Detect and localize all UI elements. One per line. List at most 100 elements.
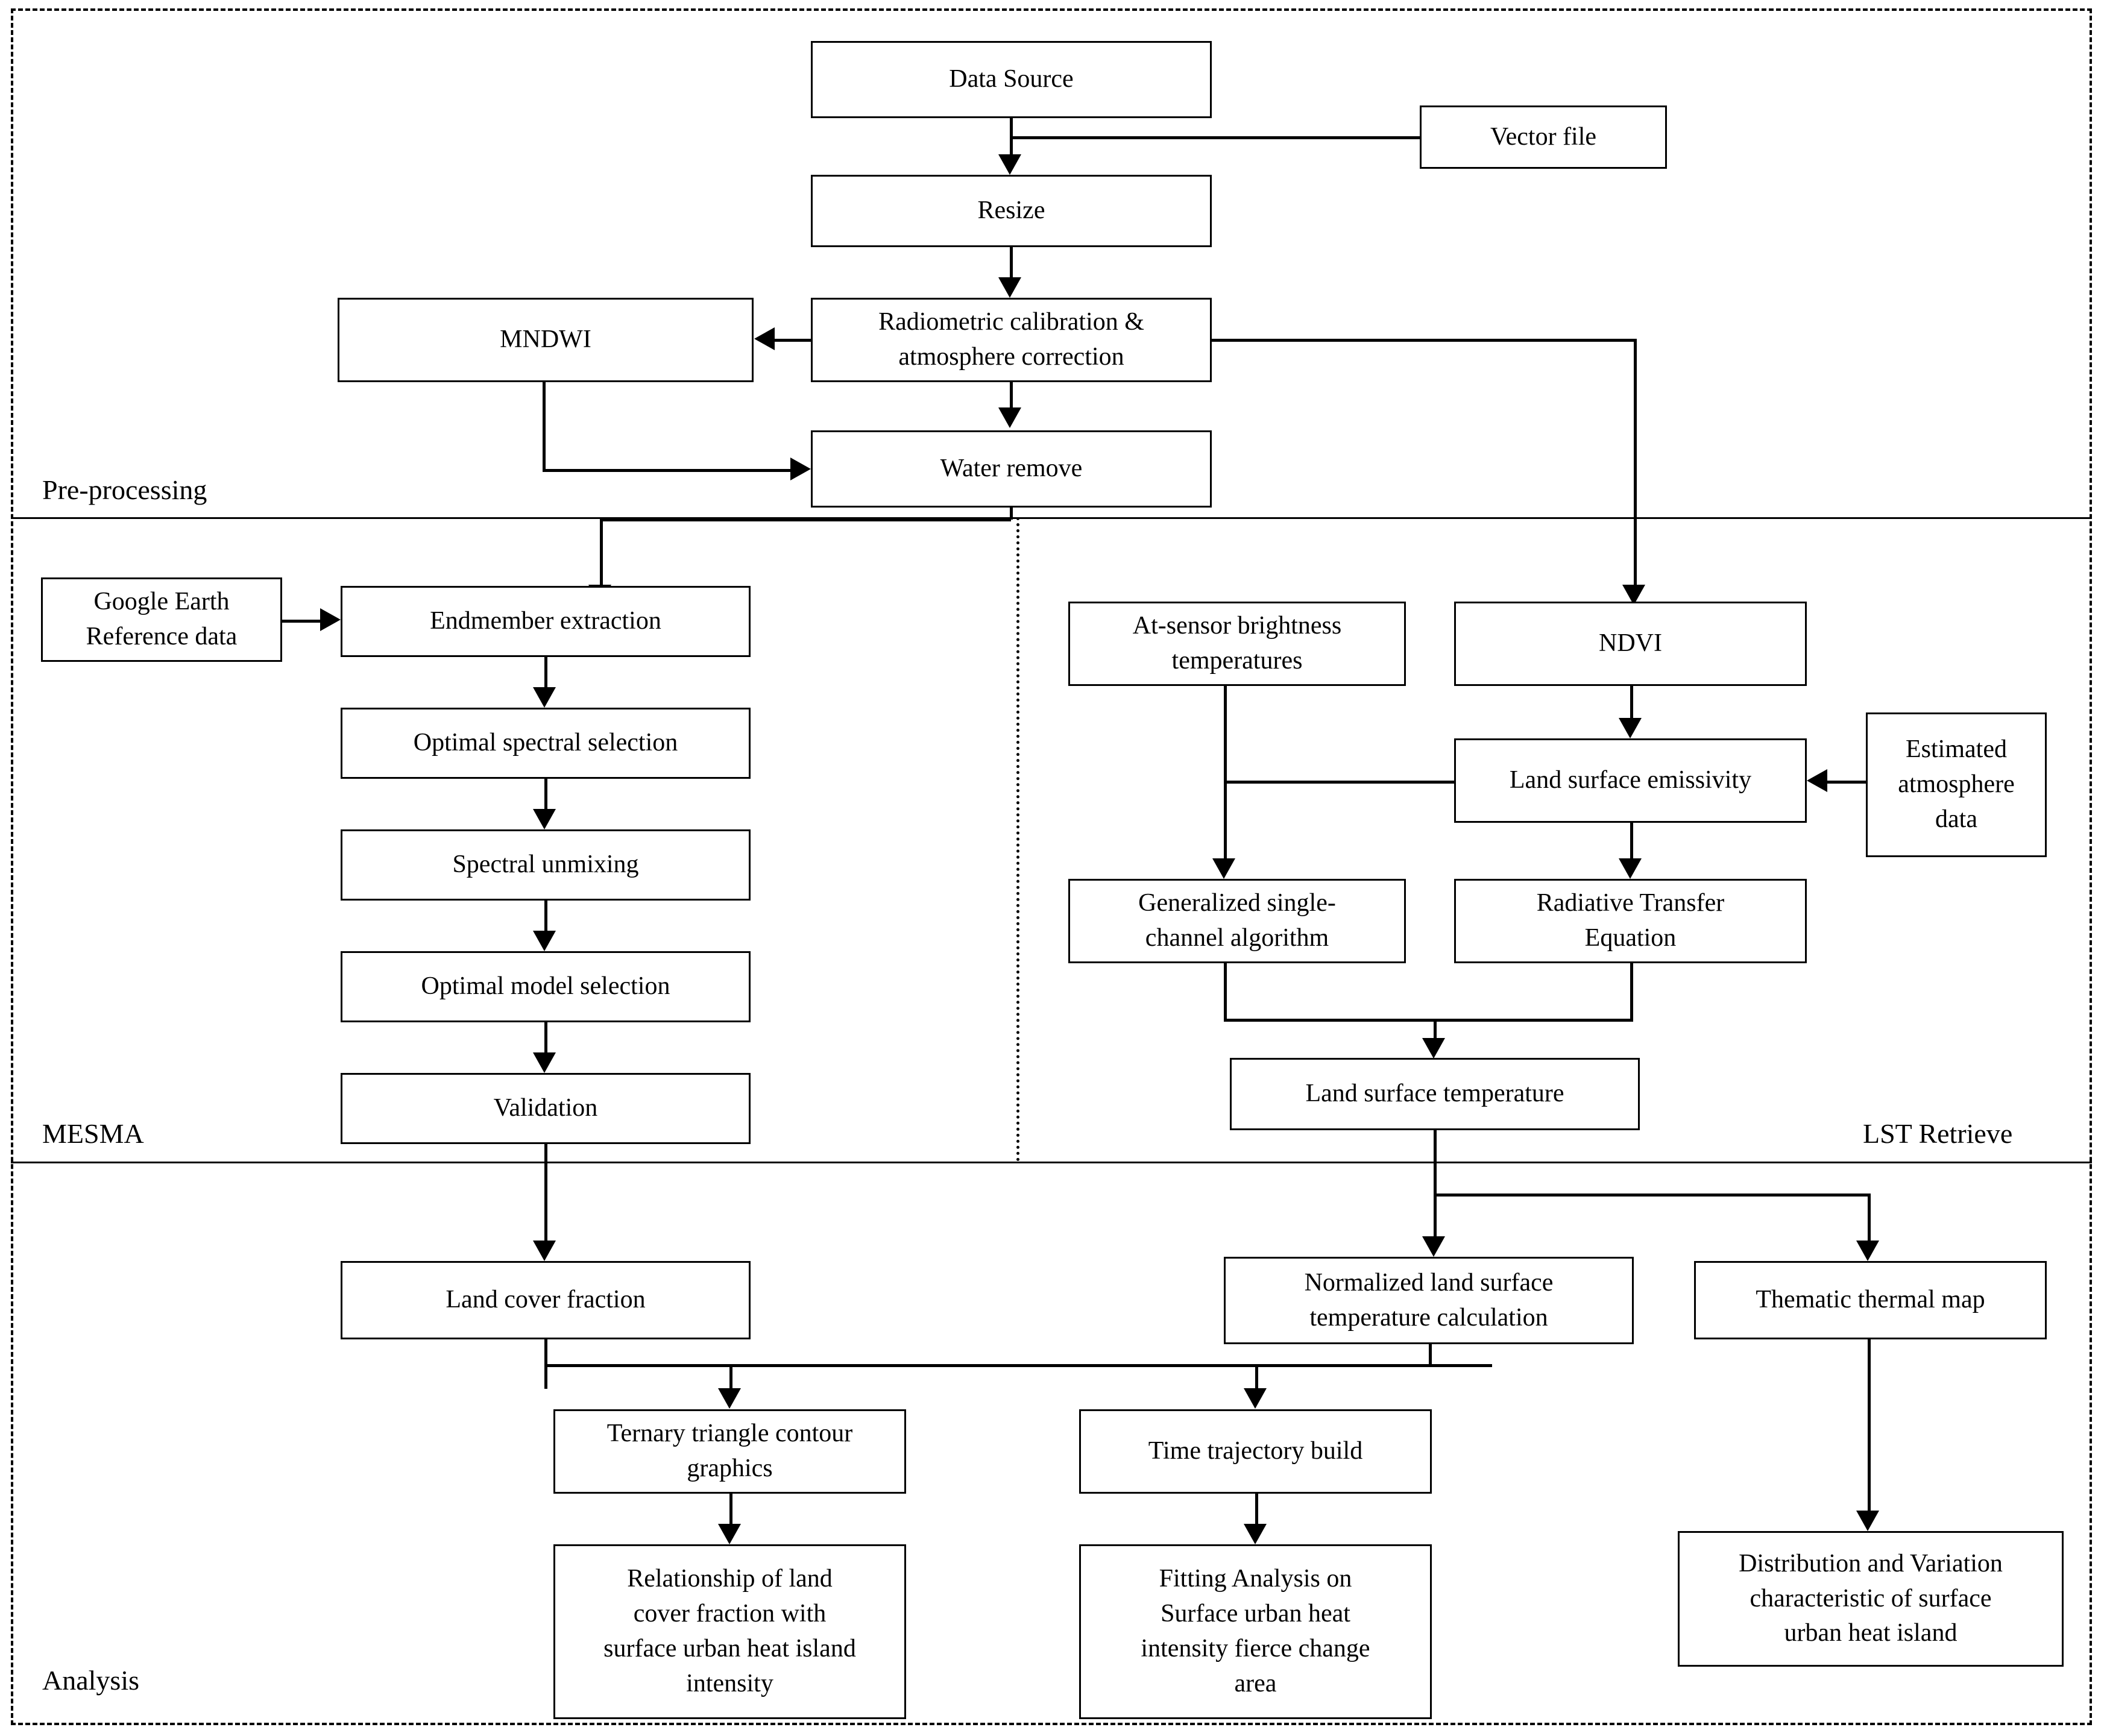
separator-mesma-bottom xyxy=(11,1162,2092,1163)
edge-optimalmodel-validation-arrow xyxy=(533,1052,556,1073)
edge-radiometric-ndvi-horizontal xyxy=(1212,339,1637,342)
node-fitting-line-4: area xyxy=(1234,1669,1277,1697)
edge-validation-landcover-line xyxy=(544,1144,547,1241)
node-endmember-extraction-label: Endmember extraction xyxy=(430,607,661,635)
node-land-surface-temperature-label: Land surface temperature xyxy=(1305,1080,1564,1108)
edge-spectralunmixing-optimalmodel-arrow xyxy=(533,931,556,951)
edge-lst-thematic-vertical xyxy=(1868,1194,1871,1241)
node-relationship-landcover-suhi-intensity[interactable]: Relationship of land cover fraction with… xyxy=(553,1544,906,1719)
edge-timetrajectory-fitting-arrow xyxy=(1244,1524,1267,1544)
node-water-remove-label: Water remove xyxy=(940,454,1083,483)
edge-rail-ternary-vertical xyxy=(729,1364,732,1388)
edge-timetrajectory-fitting-line xyxy=(1255,1494,1258,1524)
edge-endmember-optimalspectral-arrow xyxy=(533,687,556,708)
separator-preprocessing-bottom xyxy=(11,517,2092,519)
node-distribution-variation-suhi[interactable]: Distribution and Variation characteristi… xyxy=(1678,1531,2064,1667)
node-generalized-line-2: channel algorithm xyxy=(1145,924,1329,952)
edge-lst-analysis-stem xyxy=(1434,1130,1437,1194)
node-mndwi-label: MNDWI xyxy=(500,326,591,354)
node-optimal-model-selection[interactable]: Optimal model selection xyxy=(341,951,751,1022)
node-vector-file[interactable]: Vector file xyxy=(1420,105,1667,169)
edge-radiometric-waterremove-line xyxy=(1010,382,1013,407)
edge-datasource-resize-arrow xyxy=(998,154,1021,175)
node-google-earth-reference-data[interactable]: Google Earth Reference data xyxy=(41,577,282,662)
edge-mndwi-waterremove-horizontal xyxy=(543,469,790,472)
edge-estimatedatmos-emissivity-line xyxy=(1827,781,1866,784)
node-radiative-transfer-equation[interactable]: Radiative Transfer Equation xyxy=(1454,879,1807,963)
node-distribution-line-3: urban heat island xyxy=(1784,1619,1958,1647)
node-time-trajectory-build[interactable]: Time trajectory build xyxy=(1079,1409,1432,1494)
edge-lst-join-stem xyxy=(1434,1019,1437,1038)
edge-spectralunmixing-optimalmodel-line xyxy=(544,901,547,931)
node-water-remove[interactable]: Water remove xyxy=(811,430,1212,508)
node-endmember-extraction[interactable]: Endmember extraction xyxy=(341,586,751,657)
edge-landcover-rail-horizontal xyxy=(544,1364,1492,1367)
edge-lst-join-horizontal xyxy=(1224,1019,1633,1022)
edge-generalized-join-vertical xyxy=(1224,963,1227,1019)
edge-mndwi-waterremove-vertical xyxy=(543,382,546,469)
edge-lst-thematic-arrow xyxy=(1856,1241,1879,1261)
node-vector-file-label: Vector file xyxy=(1490,122,1597,151)
node-land-surface-emissivity[interactable]: Land surface emissivity xyxy=(1454,738,1807,823)
edge-googleearth-endmember-line xyxy=(282,620,320,623)
node-relationship-line-3: surface urban heat island xyxy=(603,1635,856,1662)
node-resize[interactable]: Resize xyxy=(811,175,1212,247)
node-estimated-atmos-line-3: data xyxy=(1935,805,1977,833)
node-normalized-line-1: Normalized land surface xyxy=(1304,1268,1554,1297)
node-generalized-single-channel-algorithm[interactable]: Generalized single- channel algorithm xyxy=(1068,879,1406,963)
node-at-sensor-brightness-temperatures[interactable]: At-sensor brightness temperatures xyxy=(1068,602,1406,686)
node-land-cover-fraction-label: Land cover fraction xyxy=(446,1286,646,1314)
edge-thematic-distribution-line xyxy=(1868,1339,1871,1511)
edge-estimatedatmos-emissivity-arrow xyxy=(1807,769,1827,792)
node-land-surface-temperature[interactable]: Land surface temperature xyxy=(1230,1058,1640,1130)
edge-mndwi-waterremove-arrow xyxy=(790,458,811,480)
node-data-source[interactable]: Data Source xyxy=(811,41,1212,118)
node-normalized-line-2: temperature calculation xyxy=(1309,1303,1548,1332)
node-fitting-analysis-suhi-fierce-change-area[interactable]: Fitting Analysis on Surface urban heat i… xyxy=(1079,1544,1432,1719)
edge-lst-normalized-vertical xyxy=(1434,1194,1437,1236)
node-google-earth-line-2: Reference data xyxy=(86,623,238,650)
edge-waterremove-endmember-vertical xyxy=(600,518,603,585)
edge-optimalspectral-spectralunmixing-arrow xyxy=(533,809,556,829)
edge-emissivity-radiative-arrow xyxy=(1619,858,1642,879)
node-thematic-thermal-map[interactable]: Thematic thermal map xyxy=(1694,1261,2047,1339)
edge-atsensor-generalized-vertical xyxy=(1224,686,1227,858)
node-spectral-unmixing[interactable]: Spectral unmixing xyxy=(341,829,751,901)
node-estimated-atmosphere-data[interactable]: Estimated atmosphere data xyxy=(1866,712,2047,857)
edge-waterremove-split-horizontal xyxy=(600,518,1011,521)
node-validation[interactable]: Validation xyxy=(341,1073,751,1144)
edge-emissivity-atsensor-stem xyxy=(1224,781,1454,784)
node-ternary-line-1: Ternary triangle contour xyxy=(606,1420,853,1448)
node-relationship-line-1: Relationship of land xyxy=(627,1565,833,1593)
node-estimated-atmos-line-2: atmosphere xyxy=(1898,770,2015,799)
node-distribution-line-1: Distribution and Variation xyxy=(1739,1549,2003,1577)
edge-lst-normalized-arrow xyxy=(1422,1236,1445,1257)
edge-radiative-join-vertical xyxy=(1630,963,1633,1019)
section-label-mesma: MESMA xyxy=(42,1118,144,1149)
edge-radiometric-mndwi-line xyxy=(775,339,812,342)
edge-ternary-relationship-line xyxy=(729,1494,732,1524)
node-ternary-triangle-contour-graphics[interactable]: Ternary triangle contour graphics xyxy=(553,1409,906,1494)
node-at-sensor-line-1: At-sensor brightness xyxy=(1132,612,1342,640)
edge-endmember-optimalspectral-line xyxy=(544,657,547,687)
node-land-surface-emissivity-label: Land surface emissivity xyxy=(1509,766,1752,794)
node-radiometric-calibration[interactable]: Radiometric calibration & atmosphere cor… xyxy=(811,298,1212,382)
node-relationship-line-2: cover fraction with xyxy=(633,1600,827,1628)
edge-resize-radiometric-line xyxy=(1010,247,1013,277)
node-mndwi[interactable]: MNDWI xyxy=(338,298,754,382)
node-at-sensor-line-2: temperatures xyxy=(1171,647,1303,675)
edge-lst-analysis-split-horizontal xyxy=(1434,1194,1871,1197)
edge-ternary-relationship-arrow xyxy=(718,1524,741,1544)
node-normalized-land-surface-temperature-calculation[interactable]: Normalized land surface temperature calc… xyxy=(1224,1257,1634,1344)
node-time-trajectory-build-label: Time trajectory build xyxy=(1148,1437,1363,1465)
section-label-pre-processing: Pre-processing xyxy=(42,474,207,505)
node-radiative-line-1: Radiative Transfer xyxy=(1536,889,1725,917)
node-ndvi[interactable]: NDVI xyxy=(1454,602,1807,686)
edge-radiometric-ndvi-vertical xyxy=(1634,339,1637,585)
node-fitting-line-2: Surface urban heat xyxy=(1161,1600,1350,1628)
edge-thematic-distribution-arrow xyxy=(1856,1511,1879,1531)
node-optimal-spectral-selection[interactable]: Optimal spectral selection xyxy=(341,708,751,779)
node-land-cover-fraction[interactable]: Land cover fraction xyxy=(341,1261,751,1339)
node-distribution-line-2: characteristic of surface xyxy=(1750,1584,1992,1612)
node-data-source-label: Data Source xyxy=(949,65,1074,93)
